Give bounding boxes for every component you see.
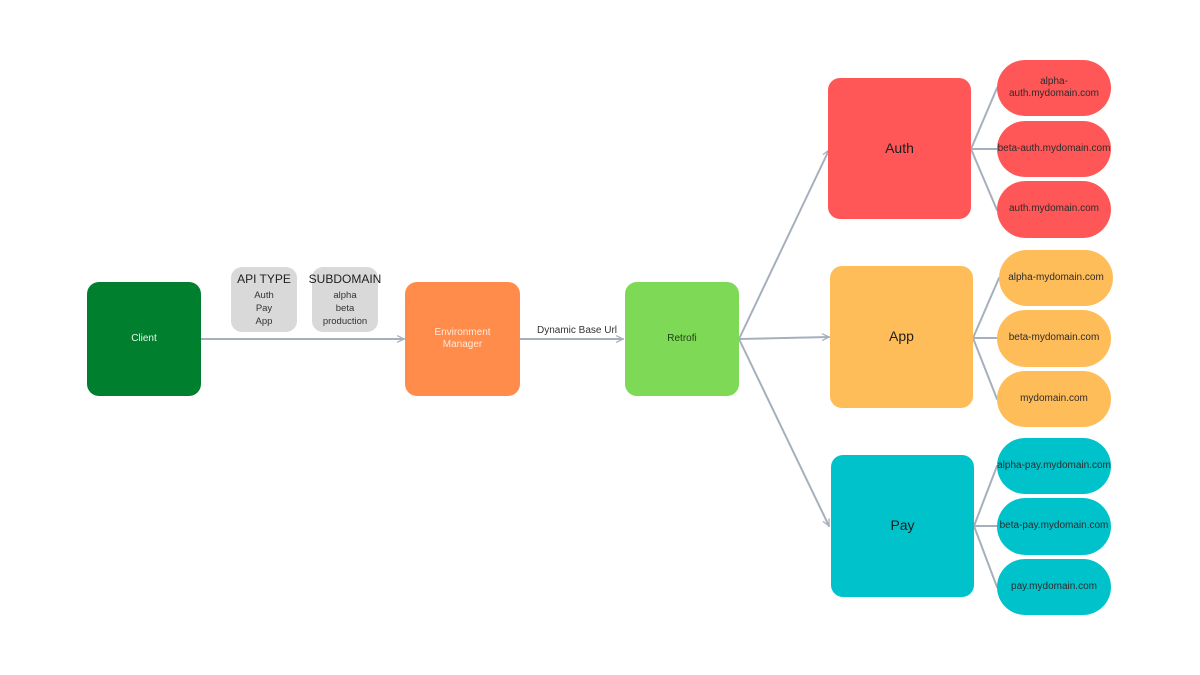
subdomain-item: production <box>322 315 368 327</box>
domain-label: alpha-pay.mydomain.com <box>997 459 1111 471</box>
client-label: Client <box>131 332 157 344</box>
domain-pill-alpha-app: alpha-mydomain.com <box>999 250 1113 306</box>
auth-service-node: Auth <box>828 78 971 219</box>
domain-pill-app: mydomain.com <box>997 371 1111 427</box>
domain-pill-beta-pay: beta-pay.mydomain.com <box>997 498 1111 555</box>
domain-label: pay.mydomain.com <box>1011 580 1097 592</box>
domain-label: alpha-mydomain.com <box>1008 271 1104 283</box>
domain-label: alpha-auth.mydomain.com <box>1008 75 1100 100</box>
connector-retrofit-to-auth <box>738 149 830 340</box>
pay-service-node: Pay <box>831 455 974 597</box>
subdomain-box: SUBDOMAIN alpha beta production <box>309 267 381 332</box>
domain-label: beta-pay.mydomain.com <box>999 520 1109 532</box>
retrofit-node: Retrofi <box>625 282 739 396</box>
api-type-item: Auth <box>254 289 274 301</box>
domain-pill-alpha-auth: alpha-auth.mydomain.com <box>997 60 1111 116</box>
app-service-label: App <box>889 328 914 345</box>
environment-manager-node: Environment Manager <box>405 282 520 396</box>
subdomain-item: beta <box>335 302 355 314</box>
connector-retrofit-to-app <box>738 333 830 341</box>
domain-label: beta-mydomain.com <box>1008 332 1100 344</box>
connector-pay-to-alpha-pay <box>973 465 998 527</box>
environment-manager-label: Environment Manager <box>434 326 491 351</box>
domain-pill-beta-app: beta-mydomain.com <box>997 310 1111 367</box>
connector-auth-to-alpha-auth <box>970 87 998 150</box>
app-service-node: App <box>830 266 973 408</box>
domain-label: auth.mydomain.com <box>1008 203 1100 215</box>
connector-app-to-app-domain <box>972 337 998 400</box>
domain-pill-pay: pay.mydomain.com <box>997 559 1111 615</box>
client-node: Client <box>87 282 201 396</box>
connector-retrofit-to-pay <box>738 338 830 527</box>
connector-app-to-alpha-app <box>972 277 1000 339</box>
retrofit-label: Retrofi <box>667 332 697 344</box>
dynamic-base-url-label: Dynamic Base Url <box>537 325 618 336</box>
api-type-box: API TYPE Auth Pay App <box>231 267 297 332</box>
connector-pay-to-pay-domain <box>973 525 998 588</box>
domain-label: mydomain.com <box>1020 392 1088 404</box>
domain-pill-beta-auth: beta-auth.mydomain.com <box>997 121 1111 177</box>
api-type-title: API TYPE <box>237 271 291 286</box>
domain-label: beta-auth.mydomain.com <box>997 142 1111 154</box>
pay-service-label: Pay <box>890 517 915 534</box>
api-type-item: App <box>255 315 273 327</box>
subdomain-title: SUBDOMAIN <box>308 271 382 286</box>
domain-pill-auth: auth.mydomain.com <box>997 181 1111 238</box>
subdomain-item: alpha <box>333 289 357 301</box>
auth-service-label: Auth <box>885 139 914 156</box>
api-type-item: Pay <box>255 302 273 314</box>
connector-auth-to-auth-domain <box>970 148 998 211</box>
domain-pill-alpha-pay: alpha-pay.mydomain.com <box>997 438 1111 494</box>
